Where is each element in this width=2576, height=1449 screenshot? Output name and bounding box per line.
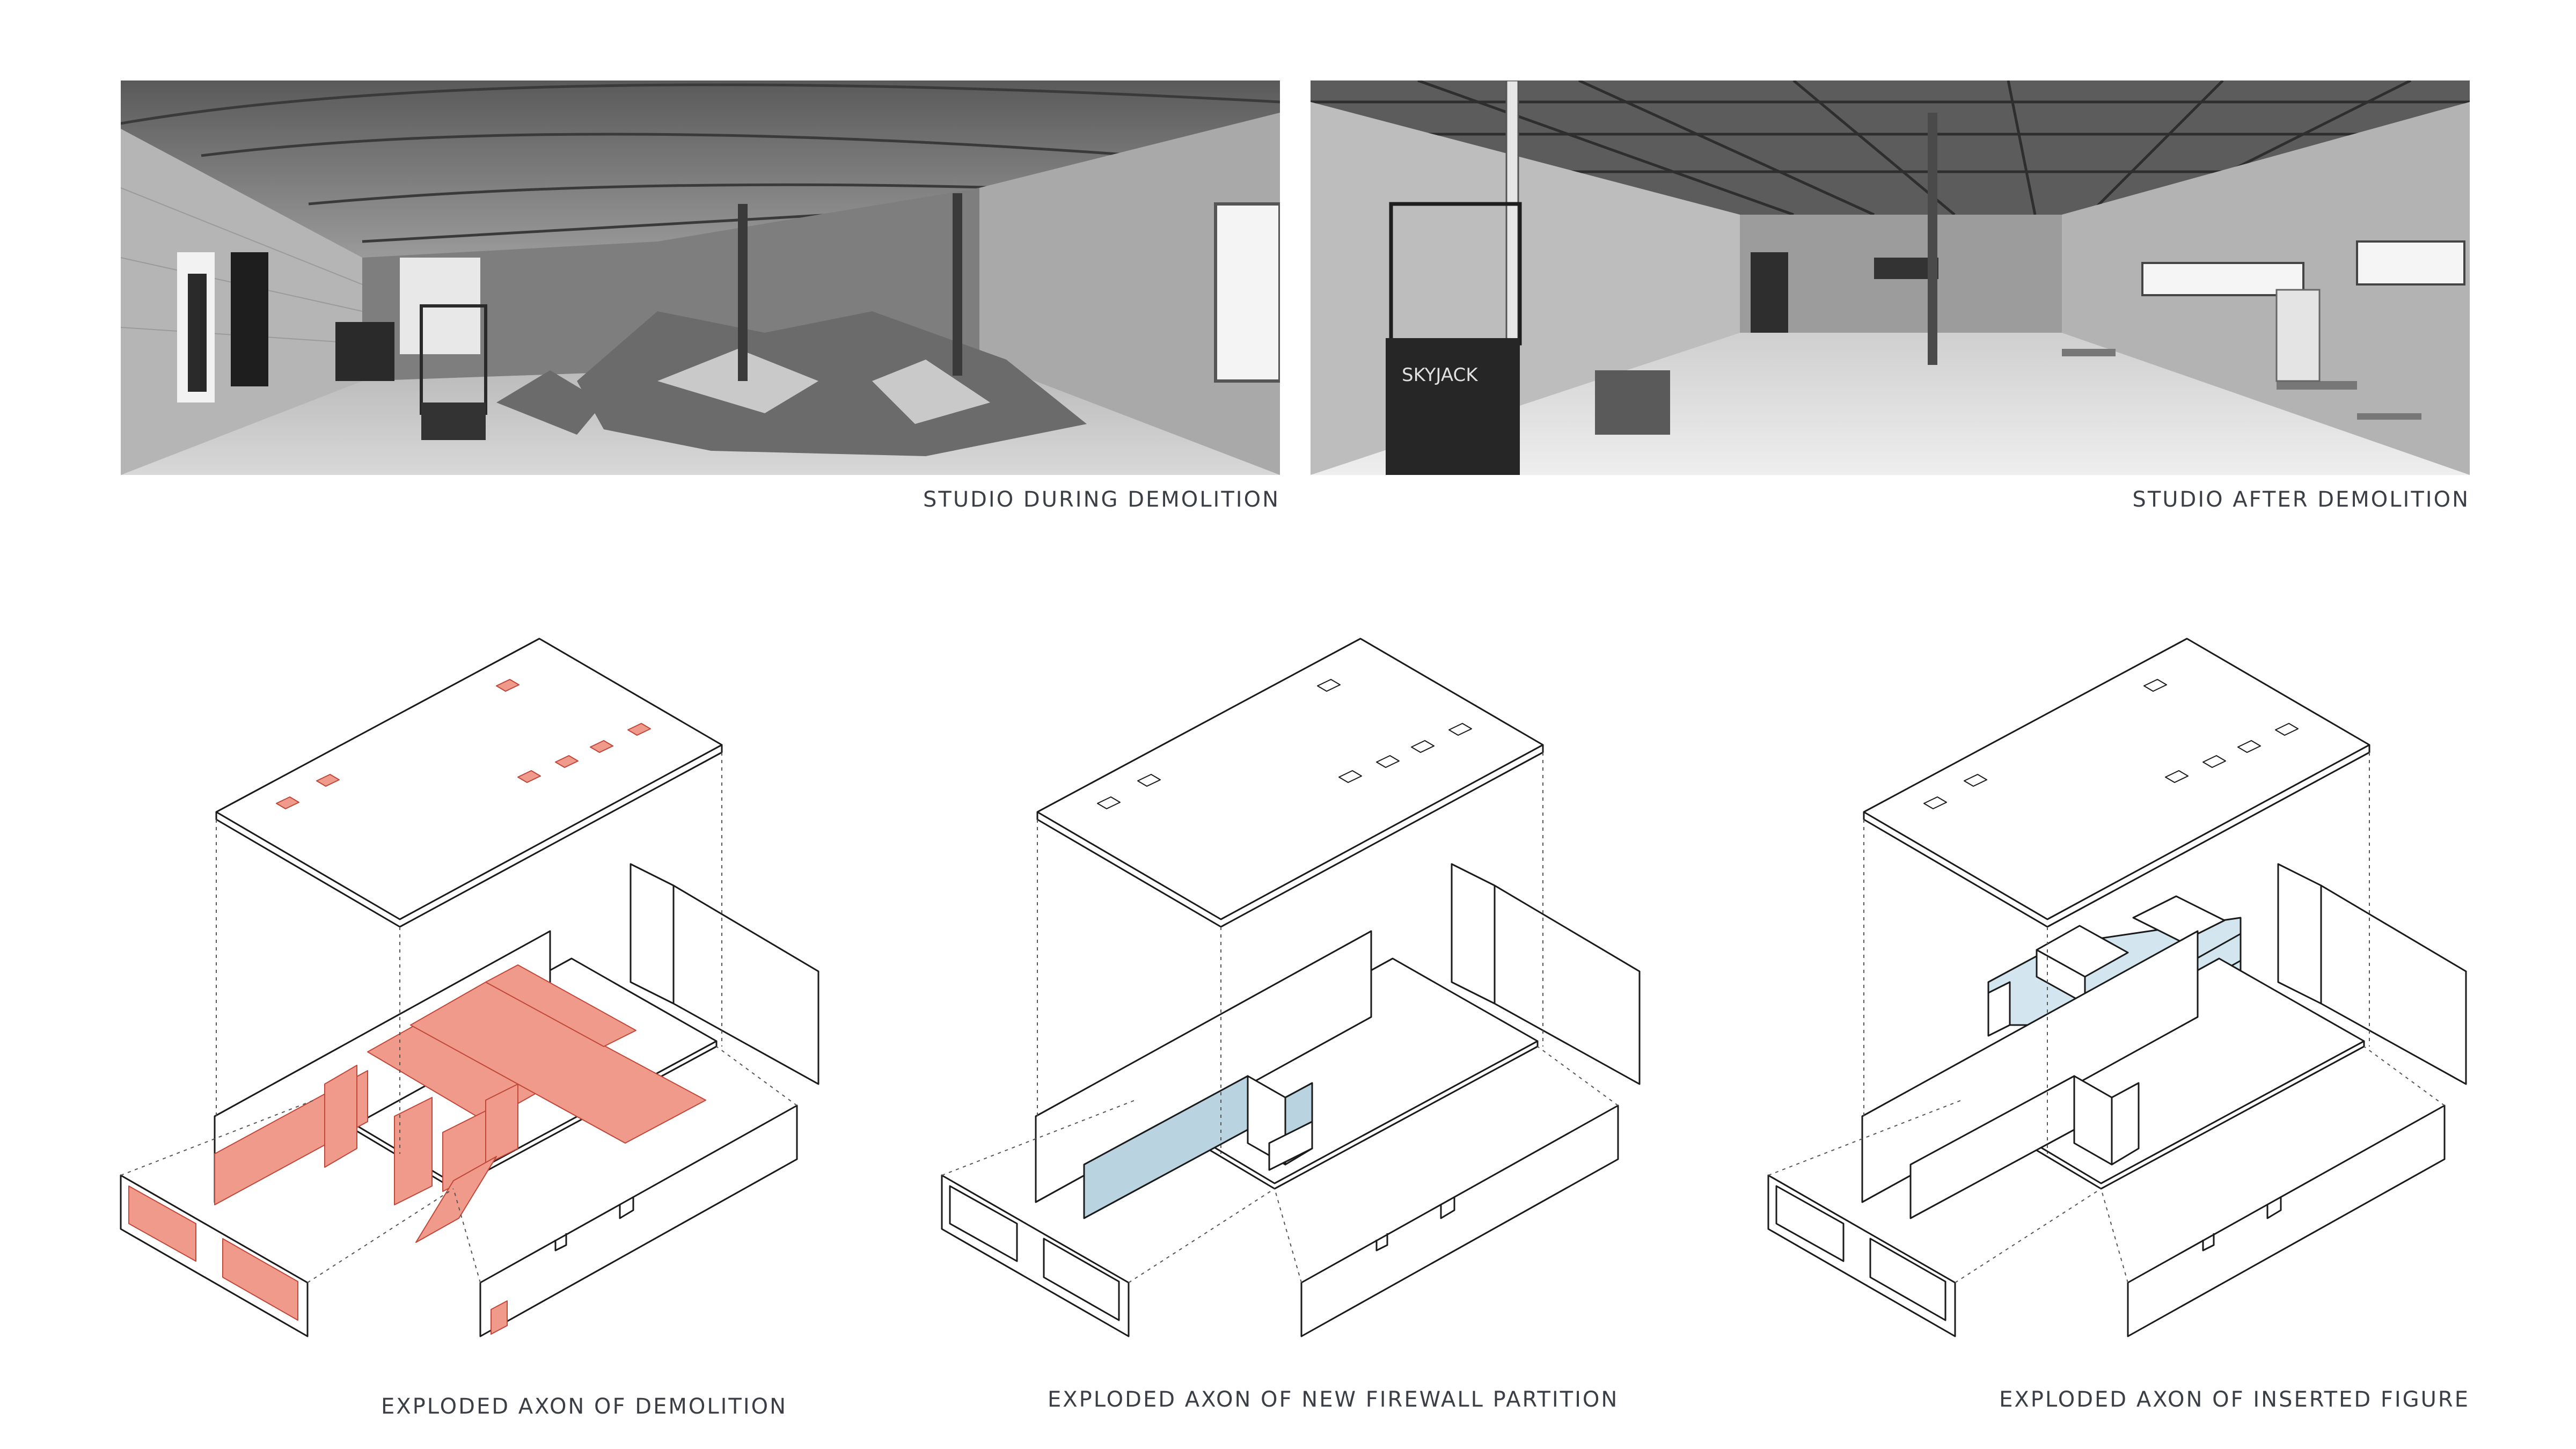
exterior-wall-upper (630, 863, 675, 1005)
exterior-wall-left (941, 1174, 1130, 1337)
skylight (1137, 774, 1161, 787)
exterior-wall-upper (2277, 863, 2322, 1005)
exterior-wall-front (1300, 1104, 1619, 1337)
lift-brand-text: SKYJACK (1402, 364, 1479, 386)
demolished-partition (324, 1065, 357, 1168)
caption-axon-demolition: EXPLODED AXON OF DEMOLITION (381, 1394, 788, 1419)
demolished-partition (410, 982, 706, 1144)
axon-inserted-figure (1767, 638, 2467, 1337)
demolished-stair (415, 1156, 497, 1243)
caption-axon-firewall: EXPLODED AXON OF NEW FIREWALL PARTITION (1048, 1387, 1619, 1412)
skylight (2275, 723, 2299, 736)
photo-after-demolition: SKYJACK (1311, 80, 2470, 475)
photo-during-demolition (121, 80, 1280, 475)
skylight (276, 796, 299, 809)
exterior-wall-left (1767, 1174, 1956, 1337)
skylight (627, 723, 651, 736)
skylight (1964, 774, 1987, 787)
axon-firewall-partition (941, 638, 1641, 1337)
skylight (590, 740, 613, 753)
skylight (1411, 740, 1435, 753)
caption-axon-inserted-figure: EXPLODED AXON OF INSERTED FIGURE (1999, 1387, 2470, 1412)
skylight (2143, 679, 2167, 692)
axon-demolition (120, 638, 819, 1337)
caption-studio-after-demolition: STUDIO AFTER DEMOLITION (2132, 487, 2470, 512)
skylight (1338, 770, 1362, 783)
demolished-stair (394, 1097, 433, 1205)
skylight (2165, 770, 2189, 783)
caption-studio-during-demolition: STUDIO DURING DEMOLITION (923, 487, 1280, 512)
skylight (1448, 723, 1472, 736)
exterior-wall-front (479, 1104, 798, 1337)
exterior-wall-front (2127, 1104, 2446, 1337)
skylight (2237, 740, 2261, 753)
demolished-partition (485, 964, 636, 1047)
skylight (517, 770, 541, 783)
skylight (1376, 755, 1400, 768)
exterior-wall-upper (1451, 863, 1496, 1005)
skylight (2202, 755, 2226, 768)
skylight (496, 679, 519, 692)
skylight (316, 774, 340, 787)
skylight (1923, 796, 1947, 809)
skylight (1097, 796, 1121, 809)
skylight (1317, 679, 1341, 692)
skylight (555, 755, 579, 768)
